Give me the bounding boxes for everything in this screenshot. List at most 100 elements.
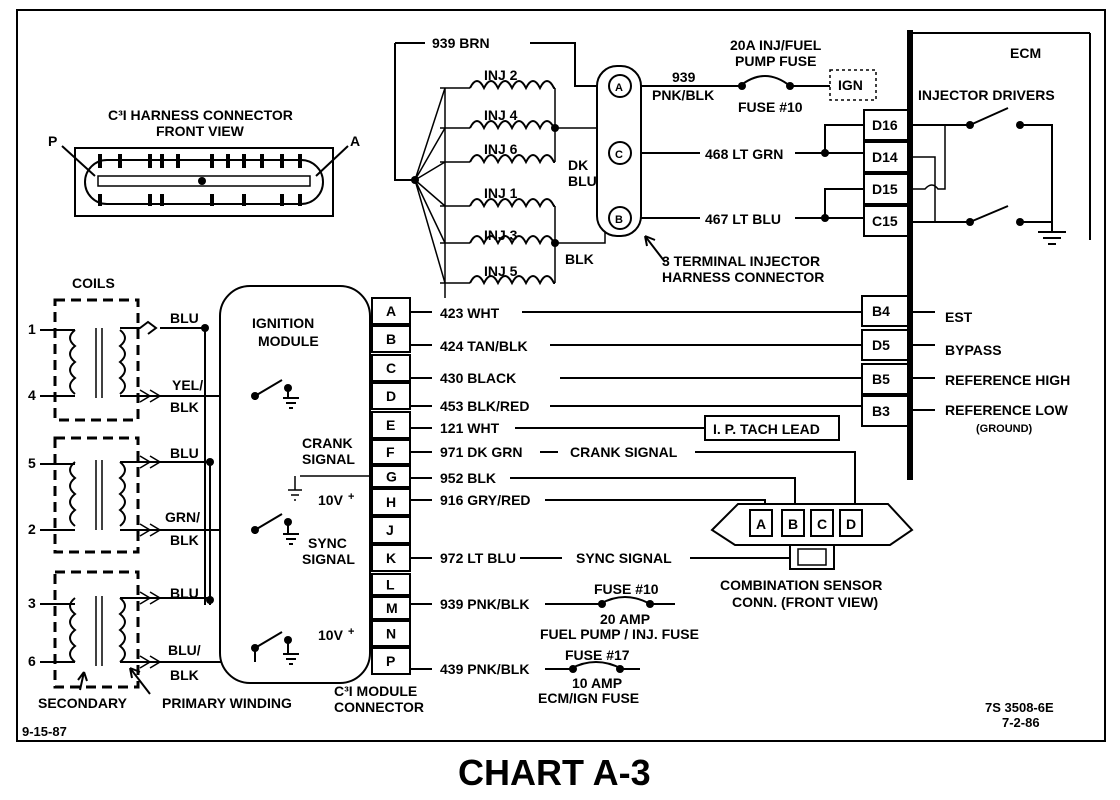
terminal-label: A bbox=[615, 82, 623, 94]
ecm-pin-b3 bbox=[861, 395, 909, 427]
coil-number: 2 bbox=[28, 521, 36, 537]
module-pin-label: A bbox=[386, 303, 396, 319]
wire-blk: BLK bbox=[170, 532, 199, 548]
terminal-label: B bbox=[615, 214, 623, 226]
coil-number: 5 bbox=[28, 455, 36, 471]
ecm-pin-label: D15 bbox=[872, 181, 898, 197]
wire-label: 423 WHT bbox=[440, 305, 500, 321]
c3i-harness-title: C³I HARNESS CONNECTOR bbox=[108, 107, 293, 123]
fuse-pump-amp: 20 AMP bbox=[600, 611, 650, 627]
wire-blu: BLU bbox=[170, 445, 199, 461]
sync-label: SIGNAL bbox=[302, 551, 355, 567]
c3i-harness-subtitle: FRONT VIEW bbox=[156, 123, 245, 139]
connector-caption: 3 TERMINAL INJECTOR bbox=[662, 253, 820, 269]
ecm-block: ECM INJECTOR DRIVERS D16 D14 D15 C15 B4 … bbox=[861, 30, 1091, 480]
wire-blk: BLK bbox=[170, 667, 199, 683]
module-pin bbox=[371, 382, 411, 410]
fuse-top-wire: 939 bbox=[672, 69, 696, 85]
ign-box bbox=[829, 69, 877, 101]
wire-468: 468 LT GRN bbox=[705, 146, 783, 162]
module-pin bbox=[371, 411, 411, 439]
crank-label: CRANK bbox=[302, 435, 353, 451]
module-connector-title: C³I MODULE bbox=[334, 683, 417, 699]
ground-note: (GROUND) bbox=[976, 423, 1033, 435]
coils-label: COILS bbox=[72, 275, 115, 291]
module-pin bbox=[371, 596, 411, 620]
fuse-top-label: PUMP FUSE bbox=[735, 53, 816, 69]
sensor-pin-label: A bbox=[756, 516, 766, 532]
injector-section: 939 BRN INJ 2 INJ 4 INJ 6 INJ 1 INJ 3 IN… bbox=[394, 35, 864, 298]
module-pin-label: J bbox=[386, 522, 394, 538]
module-pin-label: N bbox=[386, 626, 396, 642]
module-pin-label: M bbox=[386, 600, 398, 616]
wire-label: 424 TAN/BLK bbox=[440, 338, 528, 354]
fuse-pump-desc: FUEL PUMP / INJ. FUSE bbox=[540, 626, 699, 642]
ecm-pin-label: B4 bbox=[872, 303, 890, 319]
module-pin bbox=[371, 544, 411, 572]
wire-label: 952 BLK bbox=[440, 470, 496, 486]
connector-caption: HARNESS CONNECTOR bbox=[662, 269, 824, 285]
wire-label: 939 PNK/BLK bbox=[440, 596, 529, 612]
injector-label: INJ 3 bbox=[484, 227, 518, 243]
sensor-pin-label: D bbox=[846, 516, 856, 532]
wire-467: 467 LT BLU bbox=[705, 211, 781, 227]
fuse-ecm-number: FUSE #17 bbox=[565, 647, 630, 663]
plus-label: + bbox=[348, 491, 354, 503]
ecm-pin-label: D14 bbox=[872, 149, 898, 165]
fuse-top-number: FUSE #10 bbox=[738, 99, 803, 115]
module-pin bbox=[371, 516, 411, 544]
ecm-label: ECM bbox=[1010, 45, 1041, 61]
ecm-signal-bypass: BYPASS bbox=[945, 342, 1002, 358]
tach-lead-box bbox=[704, 415, 840, 441]
injector-label: INJ 2 bbox=[484, 67, 518, 83]
ecm-pin-d14 bbox=[863, 141, 909, 173]
ecm-pin-c15 bbox=[863, 205, 909, 237]
module-subtitle: MODULE bbox=[258, 333, 319, 349]
fuse-ecm-amp: 10 AMP bbox=[572, 675, 622, 691]
v10-label: 10V bbox=[318, 492, 344, 508]
coil-number: 3 bbox=[28, 595, 36, 611]
module-pin-label: F bbox=[386, 444, 395, 460]
combination-sensor-connector: A B C D COMBINATION SENSOR CONN. (FRONT … bbox=[710, 503, 914, 610]
module-pin-label: K bbox=[386, 550, 396, 566]
wire-yel: YEL/ bbox=[172, 377, 203, 393]
module-pin-label: D bbox=[386, 388, 396, 404]
chart-title: CHART A-3 bbox=[458, 752, 651, 793]
ecm-pin-label: D5 bbox=[872, 337, 890, 353]
injector-label: INJ 6 bbox=[484, 141, 518, 157]
module-pin-label: G bbox=[386, 469, 397, 485]
injector-coils bbox=[469, 80, 555, 286]
ecm-pin-label: B3 bbox=[872, 403, 890, 419]
crank-label: SIGNAL bbox=[302, 451, 355, 467]
wire-blu: BLU bbox=[170, 585, 199, 601]
ecm-signal-ref-high: REFERENCE HIGH bbox=[945, 372, 1070, 388]
wire-label: 121 WHT bbox=[440, 420, 500, 436]
module-pin bbox=[371, 439, 411, 465]
module-pin bbox=[371, 620, 411, 647]
tach-lead-label: I. P. TACH LEAD bbox=[713, 421, 820, 437]
module-pin bbox=[371, 325, 411, 353]
wire-blu: BLU bbox=[170, 310, 199, 326]
ecm-pin-label: C15 bbox=[872, 213, 898, 229]
dk-label: DK bbox=[568, 157, 588, 173]
coil-number: 4 bbox=[28, 387, 36, 403]
module-connector-subtitle: CONNECTOR bbox=[334, 699, 424, 715]
coil-number: 1 bbox=[28, 321, 36, 337]
ecm-pin-d5 bbox=[861, 329, 909, 361]
fuse-pump-number: FUSE #10 bbox=[594, 581, 659, 597]
ign-label: IGN bbox=[838, 77, 863, 93]
wire-label: 430 BLACK bbox=[440, 370, 516, 386]
feed-wire-label: 939 BRN bbox=[432, 35, 490, 51]
module-pin bbox=[371, 573, 411, 596]
wire-label: 916 GRY/RED bbox=[440, 492, 531, 508]
coils-section: COILS 1 4 5 2 3 6 BLU YEL/ BLK BLU GRN/ … bbox=[28, 275, 292, 711]
injector-label: INJ 5 bbox=[484, 263, 518, 279]
sensor-caption: CONN. (FRONT VIEW) bbox=[732, 594, 878, 610]
fuse-top-wire-color: PNK/BLK bbox=[652, 87, 714, 103]
diagram-border bbox=[16, 9, 1106, 742]
module-pin bbox=[371, 465, 411, 488]
sensor-pin-label: C bbox=[817, 516, 827, 532]
ecm-pin-label: B5 bbox=[872, 371, 890, 387]
